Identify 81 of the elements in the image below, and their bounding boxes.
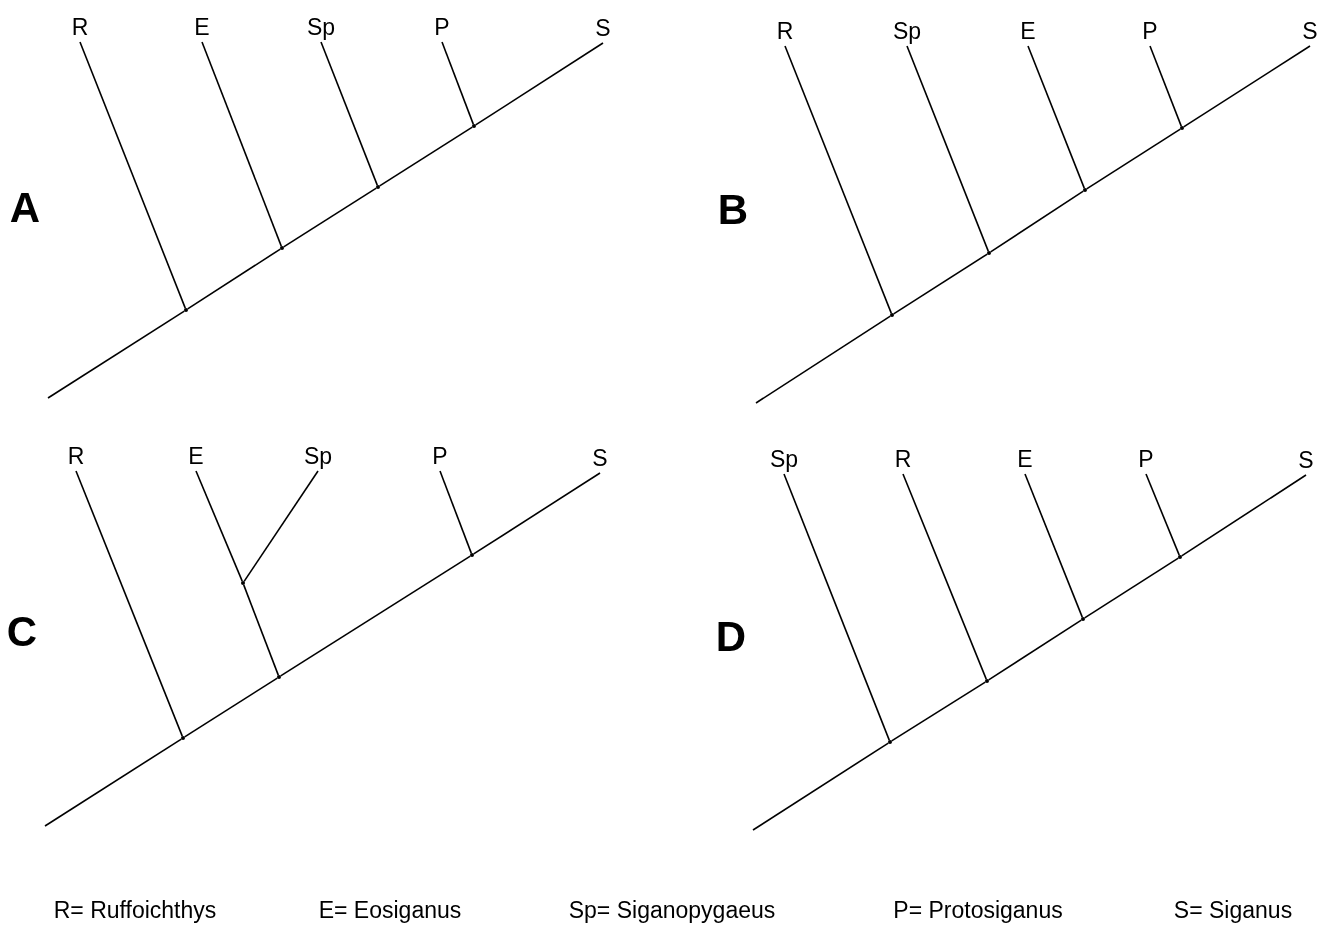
branch-line (44, 738, 183, 827)
branch-line (752, 742, 890, 831)
taxon-label: Sp (759, 444, 809, 474)
taxon-label: S (1285, 16, 1331, 46)
branch-line (75, 470, 184, 737)
taxon-label: Sp (293, 441, 343, 471)
taxon-label: R (878, 444, 928, 474)
branch-node (280, 246, 284, 250)
branch-node (376, 185, 380, 189)
taxon-label: E (1003, 16, 1053, 46)
branch-line (474, 42, 604, 126)
branch-line (1027, 45, 1086, 189)
branch-line (439, 470, 473, 554)
branch-node (241, 581, 245, 585)
taxon-label: P (415, 441, 465, 471)
abbreviation-key: E= Eosiganus (318, 896, 462, 924)
branch-node (1180, 126, 1184, 130)
branch-node (985, 679, 989, 683)
taxon-label: P (417, 12, 467, 42)
branch-line (183, 677, 279, 738)
branch-line (1024, 473, 1084, 618)
branch-line (195, 470, 243, 582)
branch-node (987, 251, 991, 255)
branch-node (890, 313, 894, 317)
branch-line (242, 584, 280, 676)
panel-letter: C (6, 608, 38, 656)
branch-node (277, 675, 281, 679)
branch-line (902, 473, 988, 680)
taxon-label: P (1125, 16, 1175, 46)
branch-line (282, 187, 378, 248)
branch-node (184, 308, 188, 312)
branch-line (987, 619, 1083, 681)
taxon-label: E (177, 12, 227, 42)
taxon-label: R (760, 16, 810, 46)
taxon-label: S (1281, 445, 1331, 475)
branch-line (1083, 557, 1180, 619)
branch-line (243, 470, 319, 583)
branch-line (79, 41, 187, 309)
panel-letter: D (715, 613, 747, 661)
branch-node (472, 124, 476, 128)
taxon-label: R (51, 441, 101, 471)
branch-line (186, 248, 282, 310)
branch-line (784, 45, 893, 314)
branch-line (906, 45, 990, 252)
branch-line (378, 126, 474, 187)
branch-node (888, 740, 892, 744)
branch-line (755, 315, 892, 404)
branch-line (1149, 45, 1183, 127)
panel-letter: A (9, 184, 41, 232)
abbreviation-key: P= Protosiganus (893, 896, 1063, 924)
panel-letter: B (717, 186, 749, 234)
branch-line (1180, 474, 1307, 557)
taxon-label: P (1121, 444, 1171, 474)
taxon-label: Sp (296, 12, 346, 42)
branch-line (1182, 45, 1311, 128)
taxon-label: Sp (882, 16, 932, 46)
branch-node (1081, 617, 1085, 621)
taxon-label: E (1000, 444, 1050, 474)
abbreviation-key: R= Ruffoichthys (53, 896, 217, 924)
taxon-label: E (171, 441, 221, 471)
branch-line (279, 555, 472, 677)
branch-line (783, 473, 891, 741)
abbreviation-key: Sp= Siganopygaeus (568, 896, 776, 924)
branch-line (1145, 473, 1181, 556)
branch-line (201, 41, 283, 247)
branch-node (181, 736, 185, 740)
branch-node (1083, 188, 1087, 192)
branch-line (47, 310, 186, 399)
branch-node (1178, 555, 1182, 559)
branch-line (320, 41, 379, 186)
branch-line (441, 41, 475, 125)
branch-line (1085, 128, 1182, 190)
branch-line (892, 253, 989, 315)
branch-node (470, 553, 474, 557)
abbreviation-key: S= Siganus (1173, 896, 1293, 924)
branch-line (989, 190, 1085, 253)
taxon-label: R (55, 12, 105, 42)
taxon-label: S (575, 443, 625, 473)
branch-line (890, 681, 987, 742)
branch-line (472, 472, 601, 555)
taxon-label: S (578, 13, 628, 43)
